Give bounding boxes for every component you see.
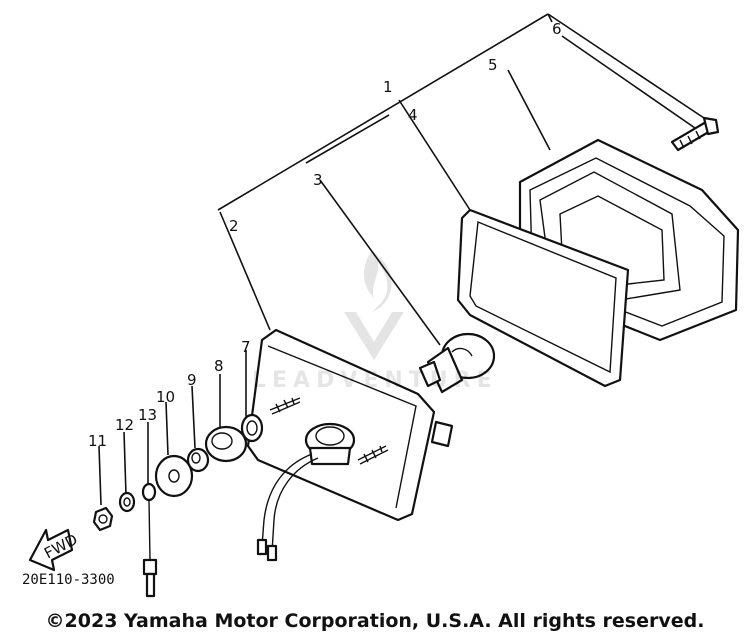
callout-4: 4 xyxy=(408,106,418,124)
part-code: 20E110-3300 xyxy=(22,572,115,588)
callout-3: 3 xyxy=(313,171,323,189)
watermark-logo xyxy=(344,250,404,360)
copyright-footer: ©2023 Yamaha Motor Corporation, U.S.A. A… xyxy=(45,610,705,632)
part-11-nut xyxy=(92,506,114,532)
callout-1: 1 xyxy=(383,78,393,96)
callout-13: 13 xyxy=(138,406,157,424)
part-8-grommet xyxy=(204,425,248,463)
part-2-lamp-base xyxy=(246,328,454,562)
callout-8: 8 xyxy=(214,357,224,375)
part-12-washer xyxy=(118,491,136,513)
callout-12: 12 xyxy=(115,416,134,434)
part-7-washer xyxy=(240,413,264,443)
part-6-screw xyxy=(670,116,720,152)
callout-11: 11 xyxy=(88,432,107,450)
callout-6: 6 xyxy=(552,20,562,38)
watermark-text: LEADVENTURE xyxy=(252,368,498,393)
part-13-lead-wire xyxy=(141,482,158,598)
callout-2: 2 xyxy=(229,217,239,235)
callout-5: 5 xyxy=(488,56,498,74)
part-10-washer xyxy=(154,454,194,498)
leader-lines xyxy=(98,13,705,506)
part-9-collar xyxy=(186,447,210,473)
callout-9: 9 xyxy=(187,371,197,389)
part-4-gasket xyxy=(456,208,630,388)
part-3-bulb xyxy=(418,332,496,394)
callout-7: 7 xyxy=(241,338,251,356)
callout-labels: 1 2 3 4 5 6 7 8 9 10 11 12 13 xyxy=(88,20,562,450)
fwd-arrow-icon: FWD xyxy=(28,528,81,572)
callout-10: 10 xyxy=(156,388,175,406)
